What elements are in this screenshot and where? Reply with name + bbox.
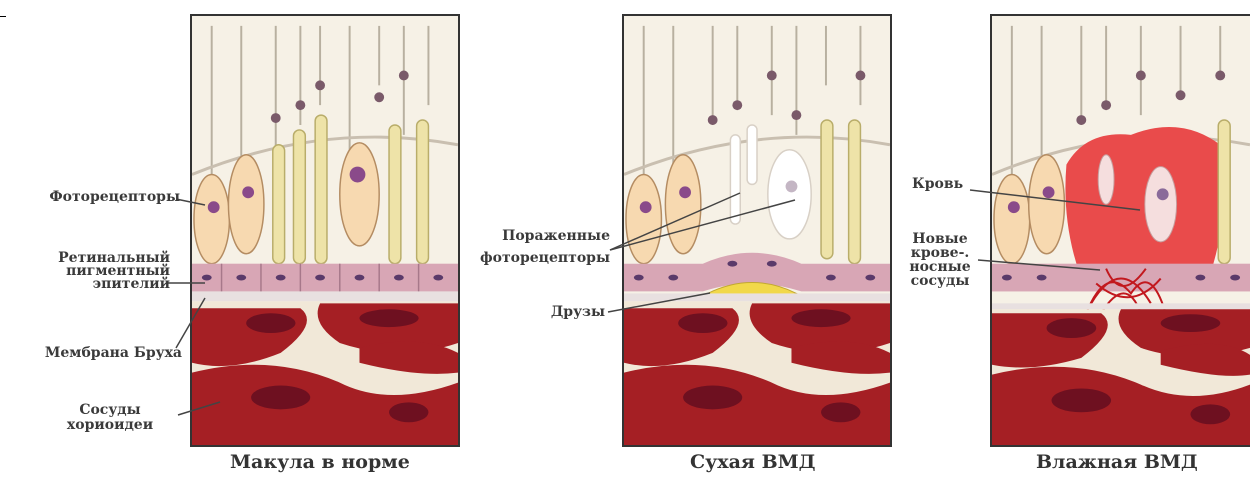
label-bruch-membrane: Мембрана Бруха <box>5 346 182 361</box>
label-new-vessels: Новые крове-. носные сосуды <box>900 232 980 288</box>
corner-mark <box>0 16 6 17</box>
wet-amd-illustration <box>992 16 1250 445</box>
panel-normal-macula <box>190 14 460 447</box>
dry-amd-illustration <box>624 16 890 445</box>
label-damaged-line1: Пораженные <box>455 225 610 247</box>
caption-normal-macula: Макула в норме <box>230 451 410 473</box>
label-rpe-line3: эпителий <box>10 278 170 291</box>
label-new-vessels-line1: Новые <box>900 232 980 246</box>
label-damaged-line2: фоторецепторы <box>455 247 610 269</box>
label-rpe: Ретинальный пигментный эпителий <box>10 252 170 291</box>
label-new-vessels-line2: крове-. <box>900 246 980 260</box>
label-choroid-line2: хориоидеи <box>40 418 180 433</box>
label-photoreceptors: Фоторецепторы <box>10 190 180 205</box>
caption-wet-amd: Влажная ВМД <box>1036 451 1198 473</box>
label-blood: Кровь <box>912 177 963 192</box>
label-choroid-vessels: Сосуды хориоидеи <box>40 403 180 433</box>
label-new-vessels-line4: сосуды <box>900 274 980 288</box>
normal-macula-illustration <box>192 16 458 445</box>
label-choroid-line1: Сосуды <box>40 403 180 418</box>
caption-dry-amd: Сухая ВМД <box>690 451 816 473</box>
label-drusen: Друзы <box>520 305 605 320</box>
label-damaged-photoreceptors: Пораженные фоторецепторы <box>455 225 610 269</box>
panel-dry-amd <box>622 14 892 447</box>
panel-wet-amd <box>990 14 1250 447</box>
label-new-vessels-line3: носные <box>900 260 980 274</box>
